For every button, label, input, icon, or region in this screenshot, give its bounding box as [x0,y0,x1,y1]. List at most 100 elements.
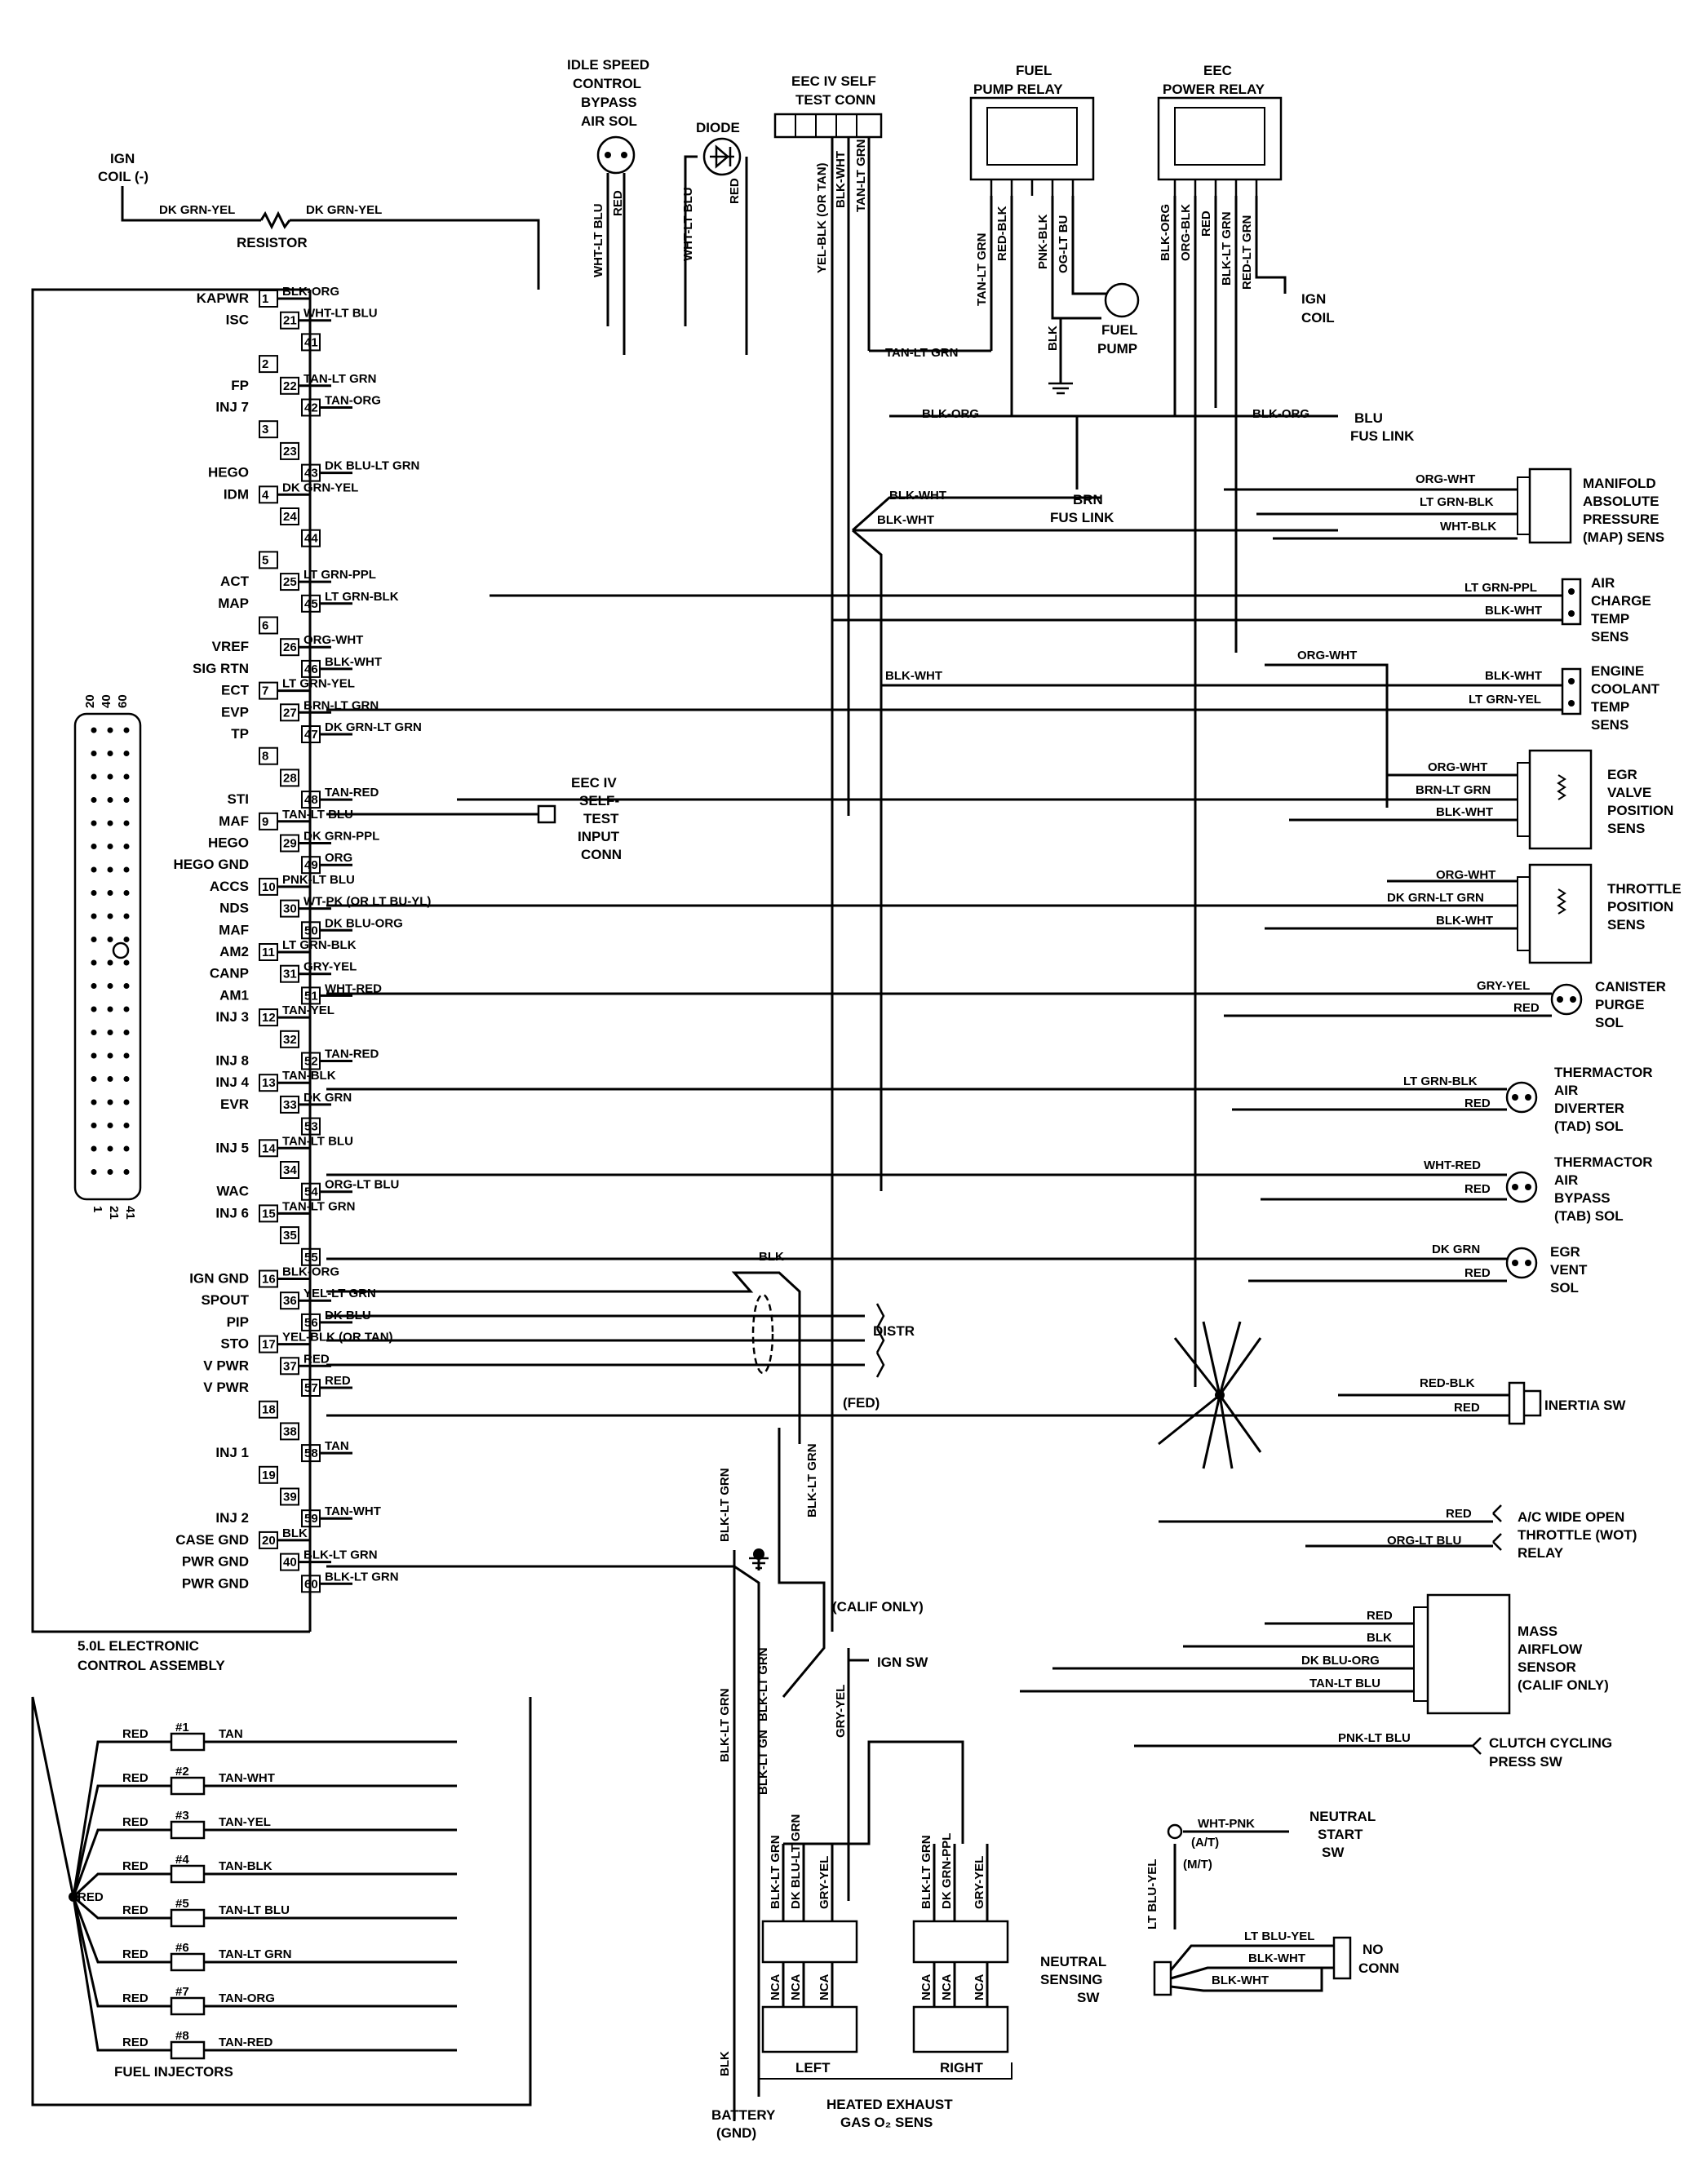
pin-number: 6 [262,619,268,633]
pin-function: ACT [220,574,250,589]
pin-function: SPOUT [201,1292,249,1308]
injector-feed: RED [122,1815,148,1829]
battery-wire: BLK [718,2051,732,2076]
stc-label-1: EEC IV SELF [791,73,876,89]
pin-number: 26 [283,640,297,654]
ect-wire-1: BLK-WHT [1485,669,1542,683]
isc-label-2: CONTROL [573,76,641,91]
diode-wire-2: RED [728,178,742,204]
vert-wire-2: BLK-LT GRN [805,1443,819,1517]
maf-wire-3: DK BLU-ORG [1301,1654,1380,1668]
injector-feed-extra: RED [78,1890,104,1904]
injector-feed: RED [122,1903,148,1917]
egr-sensor: EGR VALVE POSITION SENS ORG-WHT BRN-LT G… [457,749,1673,850]
blk-label: BLK [759,1250,784,1264]
no-conn-2: CONN [1358,1960,1399,1976]
injector-number: #1 [175,1721,189,1734]
pin-wire-color: LT GRN-BLK [282,938,357,952]
conn-top-20: 20 [83,694,97,708]
wire-blk-org-top: BLK-ORG [922,407,979,421]
blu-fus-2: FUS LINK [1350,428,1415,444]
fpr-wire-2: RED-BLK [995,206,1009,261]
fpr-label-1: FUEL [1016,63,1052,78]
canp-label-3: SOL [1595,1015,1624,1030]
pin-number: 5 [262,553,268,567]
pin-wire-color: RED [304,1352,330,1366]
isc-label-3: BYPASS [581,95,637,110]
map-label-1: MANIFOLD [1583,476,1656,491]
pin-number: 7 [262,684,268,698]
stic-label-3: TEST [583,811,619,826]
ign-coil-label-2: COIL (-) [98,169,148,184]
conn-bot-1: 1 [91,1206,104,1212]
injector-feed: RED [122,1991,148,2005]
fuel-pump-relay: FUEL PUMP RELAY TAN-LT GRN RED-BLK PNK-B… [969,63,1110,416]
wht-pnk-wire: WHT-PNK [1198,1817,1255,1831]
injector-wire: TAN-BLK [219,1859,273,1873]
ecu-pin-19: 19 [259,1465,278,1484]
fus-links: BLU FUS LINK BRN FUS LINK TAN-LT GRN BLK… [852,346,1415,1191]
pin-function: SIG RTN [193,661,249,676]
diode-wire-1: WHT-LT BLU [681,187,695,261]
battery-label-2: (GND) [716,2125,756,2141]
pin-function: ECT [221,683,250,698]
pin-function: INJ 6 [215,1205,249,1220]
pin-number: 9 [262,815,268,829]
isc-label-1: IDLE SPEED [567,57,649,73]
conn-bot-41: 41 [123,1206,137,1220]
pin-function: IDM [224,486,249,502]
pin-wire-color: TAN-LT BLU [282,808,353,822]
maf-sensor: MASS AIRFLOW SENSOR (CALIF ONLY) RED BLK… [1020,1593,1609,1715]
pin-number: 33 [283,1098,297,1112]
canp-wire-2: RED [1513,1001,1540,1015]
o2-title-2: GAS O₂ SENS [840,2115,933,2130]
pin-wire-color: LT GRN-PPL [304,568,376,582]
pin-wire-color: TAN-LT BLU [282,1134,353,1148]
injector-feed: RED [122,1859,148,1873]
ign-coil2-label-1: IGN [1301,291,1326,307]
epr-wire-1: BLK-ORG [1159,204,1172,261]
pin-wire-color: TAN-LT GRN [304,372,376,386]
fuel-pump-gnd-wire: BLK [1046,326,1060,351]
pin-number: 27 [283,706,297,720]
egr-label-3: POSITION [1607,803,1673,818]
egr-label-1: EGR [1607,767,1637,782]
pin-wire-color: BLK-ORG [282,285,339,299]
maf-wire-1: RED [1367,1609,1393,1623]
pin-number: 44 [304,532,318,546]
pin-number: 22 [283,379,297,393]
wot-label-1: A/C WIDE OPEN [1518,1509,1624,1525]
injector-feed: RED [122,1727,148,1741]
pin-wire-color: BLK-LT GRN [304,1548,378,1562]
fpr-wire-3: PNK-BLK [1036,214,1050,269]
nss-label-1: NEUTRAL [1040,1954,1106,1969]
epr-wire-2: ORG-BLK [1179,204,1193,261]
pin-number: 32 [283,1033,297,1047]
ecu-pin-24: 24 [280,507,299,525]
maf-label-4: (CALIF ONLY) [1518,1677,1609,1693]
injector-wire: TAN [219,1727,243,1741]
pin-wire-color: GRY-YEL [304,960,357,974]
eec-power-relay: EEC POWER RELAY BLK-ORG ORG-BLK RED BLK-… [1157,63,1335,1387]
pin-number: 24 [283,510,297,524]
ect-label-4: SENS [1591,717,1628,733]
pin-function: STO [220,1336,249,1352]
tps-sensor: THROTTLE POSITION SENS ORG-WHT DK GRN-LT… [326,863,1682,964]
